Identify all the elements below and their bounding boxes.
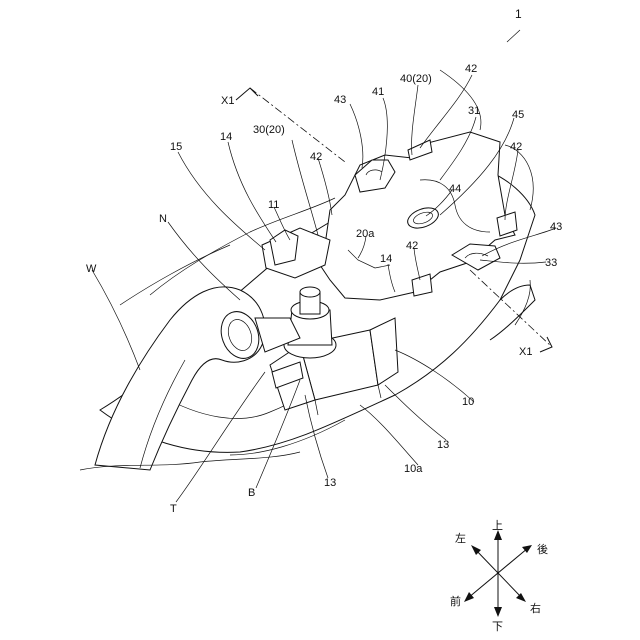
label-10a: 10a: [404, 463, 423, 475]
label-20a: 20a: [356, 228, 375, 240]
label-40-20: 40(20): [400, 73, 432, 85]
label-43-right: 43: [550, 221, 562, 233]
label-45: 45: [512, 109, 524, 121]
cover-plate: [320, 132, 517, 300]
direction-compass: 上 下 左 右 前 後: [450, 519, 548, 633]
label-44: 44: [449, 183, 461, 195]
label-t: T: [170, 503, 177, 515]
label-13-bottom: 13: [324, 477, 336, 489]
label-41: 41: [372, 86, 384, 98]
compass-right: 右: [530, 601, 541, 615]
compass-front: 前: [450, 594, 461, 608]
label-13-right: 13: [437, 439, 449, 451]
compass-down: 下: [492, 620, 503, 633]
label-42-right: 42: [510, 141, 522, 153]
label-30-20: 30(20): [253, 124, 285, 136]
label-x1-bottom: X1: [519, 346, 532, 358]
label-14-top: 14: [220, 131, 232, 143]
label-42-mid: 42: [310, 151, 322, 163]
label-11: 11: [268, 199, 279, 211]
compass-up: 上: [492, 519, 503, 532]
label-1: 1: [515, 7, 522, 21]
label-42-top: 42: [465, 63, 477, 75]
label-31: 31: [468, 105, 480, 117]
label-w: W: [86, 263, 97, 275]
compass-back: 後: [537, 542, 548, 556]
label-14-mid: 14: [380, 253, 392, 265]
wire-w: [95, 287, 300, 470]
label-15: 15: [170, 141, 182, 153]
compass-left: 左: [455, 532, 466, 545]
label-10: 10: [462, 396, 474, 408]
label-43-top: 43: [334, 94, 346, 106]
label-33: 33: [545, 257, 557, 269]
label-b: B: [248, 487, 255, 499]
label-42-low: 42: [406, 240, 418, 252]
label-x1-top: X1: [221, 95, 234, 107]
label-n: N: [159, 213, 167, 225]
